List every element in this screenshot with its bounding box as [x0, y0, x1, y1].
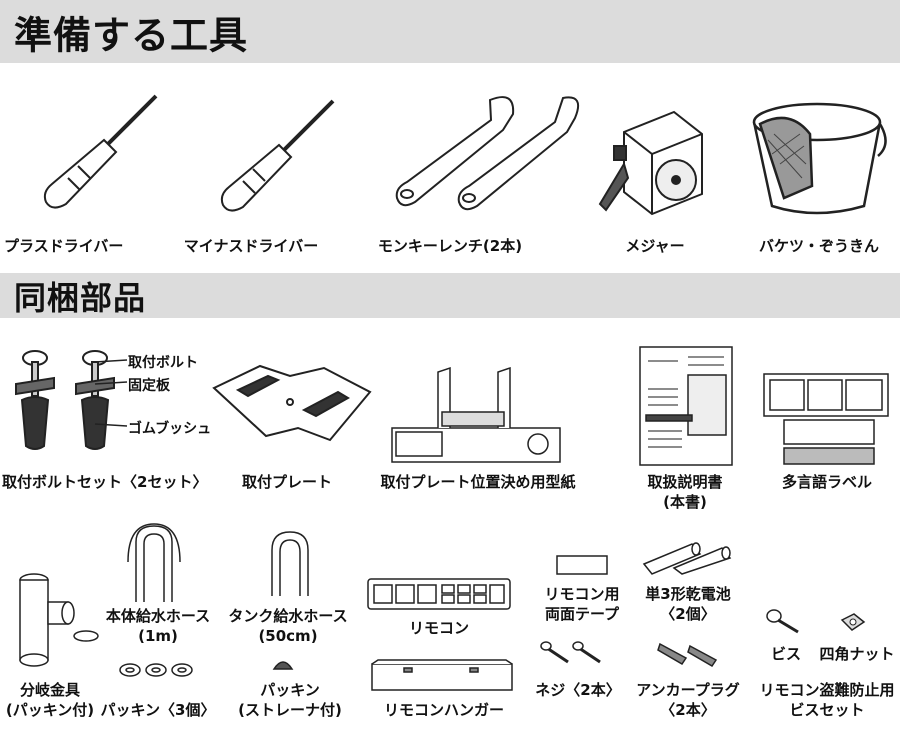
bolt-set-label: 取付ボルトセット〈2セット〉 [2, 473, 208, 491]
bucket-illustration [752, 102, 887, 215]
section-header-parts: 同梱部品 [0, 273, 900, 318]
main-hose-label-line2: (1m) [138, 627, 178, 645]
branch-fitting-label-line2: (パッキン付) [5, 701, 95, 719]
packing-strainer-label-line1: パッキン [260, 681, 320, 699]
packing-3-label: パッキン〈3個〉 [100, 701, 216, 719]
battery-illustration [642, 542, 732, 575]
mount-plate-illustration [212, 364, 372, 442]
remote-illustration [367, 578, 511, 610]
remote-label: リモコン [408, 619, 469, 637]
tank-hose-label-line1: タンク給水ホース [228, 607, 348, 625]
packing-strainer-illustration [272, 661, 294, 670]
bis-illustration [766, 609, 799, 634]
bucket-label: バケツ・ぞうきん [758, 237, 879, 255]
measure-label: メジャー [625, 237, 685, 255]
minus-driver-illustration [220, 99, 335, 212]
plus-driver-label: プラスドライバー [4, 237, 124, 255]
section-title-tools: 準備する工具 [14, 13, 249, 57]
bis-label: ビス [770, 645, 801, 663]
plus-driver-illustration [43, 94, 158, 209]
multilang-label-label: 多言語ラベル [781, 473, 872, 491]
remote-tape-label-line1: リモコン用 [544, 585, 620, 603]
remote-tape-illustration [556, 555, 608, 575]
manual-label-line2: (本書) [663, 493, 707, 511]
tape-measure-illustration [598, 110, 703, 216]
remote-tape-label-line2: 両面テープ [544, 605, 620, 623]
screw-label: ネジ〈2本〉 [535, 681, 621, 699]
monkey-wrench-label: モンキーレンチ(2本) [377, 237, 523, 255]
anchor-plug-illustration [657, 642, 718, 668]
bolt-callout-lines [94, 359, 128, 427]
screw-illustration [540, 641, 601, 664]
section-title-parts: 同梱部品 [14, 278, 147, 317]
main-hose-label-line1: 本体給水ホース [105, 607, 211, 625]
packing-strainer-label-line2: (ストレーナ付) [238, 701, 342, 719]
branch-fitting-label-line1: 分岐金具 [19, 681, 80, 699]
tank-hose-label-line2: (50cm) [258, 627, 318, 645]
remote-hanger-illustration [371, 659, 513, 691]
monkey-wrench-illustration [395, 96, 579, 211]
main-hose-illustration [127, 523, 181, 602]
callout-fixing-plate: 固定板 [128, 378, 170, 394]
anchor-label-line2: 〈2本〉 [660, 701, 716, 719]
antitheft-label-line1: リモコン盗難防止用 [759, 681, 895, 699]
square-nut-label: 四角ナット [819, 645, 895, 663]
antitheft-label-line2: ビスセット [789, 701, 865, 719]
mount-plate-label: 取付プレート [241, 473, 332, 491]
anchor-label-line1: アンカープラグ [636, 681, 740, 699]
minus-driver-label: マイナスドライバー [183, 237, 319, 255]
manual-label-line1: 取扱説明書 [647, 473, 723, 491]
branch-fitting-illustration [19, 573, 99, 667]
callout-bolt: 取付ボルト [128, 355, 198, 371]
battery-label-line1: 単3形乾電池 [645, 585, 731, 603]
manual-illustration [639, 346, 733, 466]
battery-label-line2: 〈2個〉 [660, 605, 716, 623]
square-nut-illustration [840, 613, 866, 631]
multilang-label-illustration [763, 373, 889, 465]
callout-rubber-bush: ゴムブッシュ [128, 421, 212, 437]
tank-hose-illustration [271, 531, 309, 596]
section-header-tools: 準備する工具 [0, 0, 900, 63]
packing-3-illustration [119, 663, 193, 677]
remote-hanger-label: リモコンハンガー [383, 701, 504, 719]
template-paper-illustration [391, 366, 561, 463]
template-paper-label: 取付プレート位置決め用型紙 [380, 473, 576, 491]
